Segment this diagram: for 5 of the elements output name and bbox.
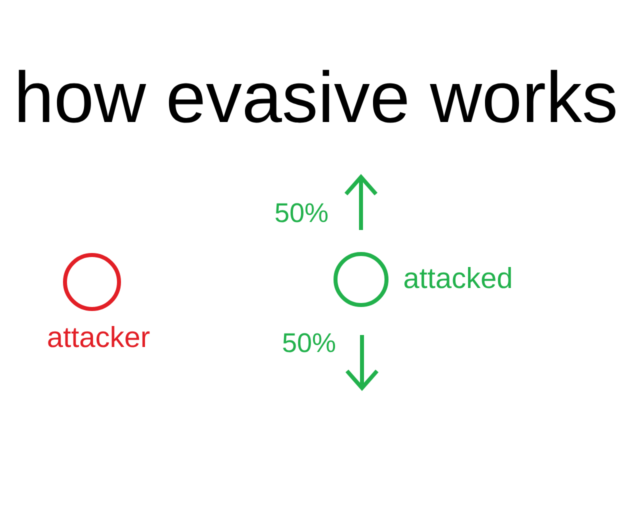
- circle-caption: attacker: [48, 326, 150, 348]
- percent-label: 50%: [276, 203, 328, 222]
- circle-caption: attacked: [404, 267, 511, 288]
- percent-label: 50%: [283, 333, 336, 352]
- title: how evasive works: [18, 70, 616, 123]
